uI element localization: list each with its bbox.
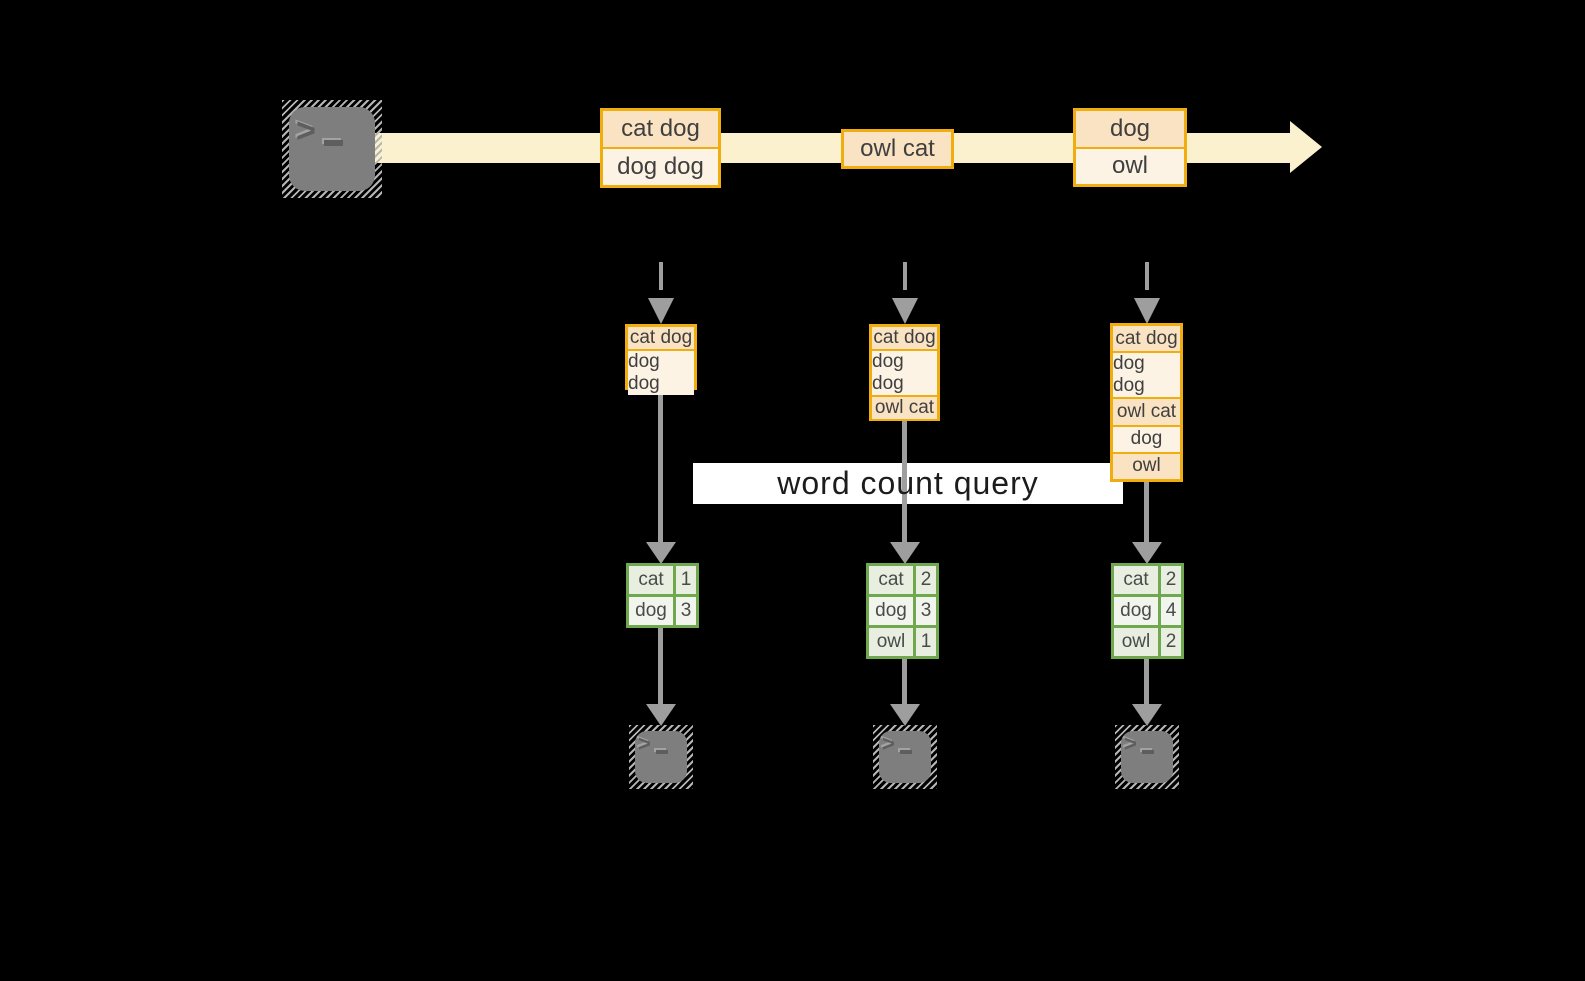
count-value-cell: 2	[1161, 566, 1181, 594]
consumer-terminal-icon-1: >	[629, 725, 693, 789]
event-box-2: owl cat	[841, 129, 954, 169]
terminal-prompt-chevron-icon: >	[296, 112, 316, 150]
count-value-cell: 2	[916, 566, 936, 594]
buffer-row: cat dog	[628, 327, 694, 349]
query-banner-label: word count query	[777, 465, 1039, 501]
event-row: cat dog	[603, 111, 718, 147]
buffer-stack-1: cat dog dog dog	[625, 324, 697, 395]
count-word-cell: owl	[869, 628, 913, 656]
count-word-cell: cat	[869, 566, 913, 594]
count-word-cell: dog	[1114, 597, 1158, 625]
terminal-prompt-underscore-icon	[900, 750, 912, 754]
output-arrow-line	[902, 657, 907, 704]
output-arrowhead-icon	[890, 704, 920, 726]
consumer-terminal-icon-3: >	[1115, 725, 1179, 789]
buffer-stack-3: cat dog dog dog owl cat dog owl	[1110, 323, 1183, 482]
query-banner-background	[693, 463, 1123, 504]
buffer-row: dog	[1113, 426, 1180, 452]
producer-terminal-icon: >	[282, 100, 382, 198]
dashed-arrowhead-icon	[1134, 298, 1160, 324]
count-word-cell: dog	[629, 597, 673, 625]
output-arrow-line	[658, 626, 663, 704]
query-arrowhead-icon	[1132, 542, 1162, 564]
count-table-3: cat 2 dog 4 owl 2	[1111, 563, 1184, 659]
stream-timeline-arrowhead-icon	[1290, 121, 1322, 173]
dashed-arrowhead-icon	[648, 298, 674, 324]
terminal-body	[635, 731, 687, 783]
terminal-prompt-chevron-icon: >	[1124, 731, 1137, 756]
count-value-cell: 3	[676, 597, 696, 625]
output-arrow-line	[1144, 657, 1149, 704]
terminal-body	[879, 731, 931, 783]
dashed-arrow-line	[1145, 262, 1149, 290]
event-row: dog	[1076, 111, 1184, 147]
count-word-cell: owl	[1114, 628, 1158, 656]
buffer-row: dog dog	[872, 351, 937, 395]
terminal-prompt-underscore-icon	[324, 140, 343, 146]
query-arrow-line	[902, 419, 907, 542]
dashed-arrow-line	[659, 262, 663, 290]
buffer-row: owl cat	[872, 397, 937, 419]
count-table-1: cat 1 dog 3	[626, 563, 699, 628]
buffer-row: cat dog	[1113, 326, 1180, 352]
terminal-prompt-chevron-icon: >	[638, 731, 651, 756]
terminal-prompt-underscore-icon	[656, 750, 668, 754]
query-arrowhead-icon	[890, 542, 920, 564]
dashed-arrowhead-icon	[892, 298, 918, 324]
buffer-stack-2: cat dog dog dog owl cat	[869, 324, 940, 421]
count-value-cell: 1	[916, 628, 936, 656]
count-table-2: cat 2 dog 3 owl 1	[866, 563, 939, 659]
terminal-prompt-underscore-icon	[1142, 750, 1154, 754]
event-row: owl cat	[844, 132, 951, 166]
query-arrow-line	[658, 388, 663, 542]
terminal-prompt-chevron-icon: >	[882, 731, 895, 756]
buffer-row: owl cat	[1113, 399, 1180, 425]
count-word-cell: cat	[1114, 566, 1158, 594]
count-value-cell: 4	[1161, 597, 1181, 625]
count-value-cell: 3	[916, 597, 936, 625]
buffer-row: cat dog	[872, 327, 937, 349]
count-value-cell: 1	[676, 566, 696, 594]
buffer-row: dog dog	[628, 351, 694, 395]
event-row: dog dog	[603, 149, 718, 185]
count-value-cell: 2	[1161, 628, 1181, 656]
buffer-row: owl	[1113, 453, 1180, 479]
count-word-cell: dog	[869, 597, 913, 625]
dashed-arrow-line	[903, 262, 907, 290]
event-box-1: cat dog dog dog	[600, 108, 721, 188]
count-word-cell: cat	[629, 566, 673, 594]
event-row: owl	[1076, 148, 1184, 184]
consumer-terminal-icon-2: >	[873, 725, 937, 789]
terminal-body	[1121, 731, 1173, 783]
query-arrowhead-icon	[646, 542, 676, 564]
event-box-3: dog owl	[1073, 108, 1187, 187]
query-arrow-line	[1144, 478, 1149, 542]
terminal-body	[289, 107, 375, 191]
output-arrowhead-icon	[1132, 704, 1162, 726]
output-arrowhead-icon	[646, 704, 676, 726]
buffer-row: dog dog	[1113, 353, 1180, 398]
